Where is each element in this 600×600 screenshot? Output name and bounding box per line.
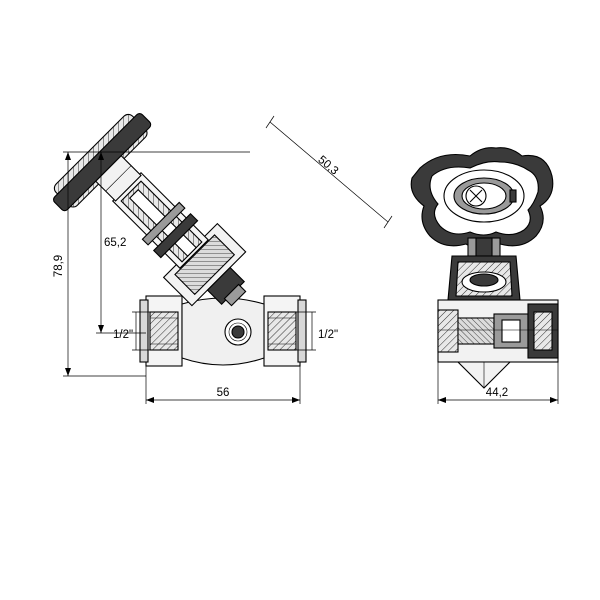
side-body — [437, 255, 559, 389]
total-height-label: 78,9 — [53, 255, 65, 277]
valve-body — [139, 295, 307, 367]
handwheel-diameter-label: 50,3 — [315, 154, 340, 178]
side-width-label: 44,2 — [486, 387, 508, 399]
side-stem — [467, 237, 501, 257]
dimension-outlet-thread: 1/2" — [296, 311, 338, 351]
outlet-thread-label: 1/2" — [318, 329, 338, 341]
dimension-body-length: 56 — [145, 366, 301, 404]
stem-height-label: 65,2 — [104, 237, 126, 249]
dimension-inlet-thread: 1/2" — [113, 311, 150, 351]
handwheel — [410, 147, 554, 251]
dimension-total-height: 78,9 — [53, 151, 250, 377]
side-view: 44,2 — [410, 147, 559, 404]
dimension-stem-height: 65,2 — [96, 152, 146, 334]
front-view: 78,9 65,2 50,3 56 1/2" — [53, 113, 393, 404]
inlet-thread-label: 1/2" — [113, 329, 133, 341]
dimension-handwheel: 50,3 — [265, 115, 393, 229]
dimension-side-width: 44,2 — [437, 358, 559, 404]
body-length-label: 56 — [217, 387, 230, 399]
